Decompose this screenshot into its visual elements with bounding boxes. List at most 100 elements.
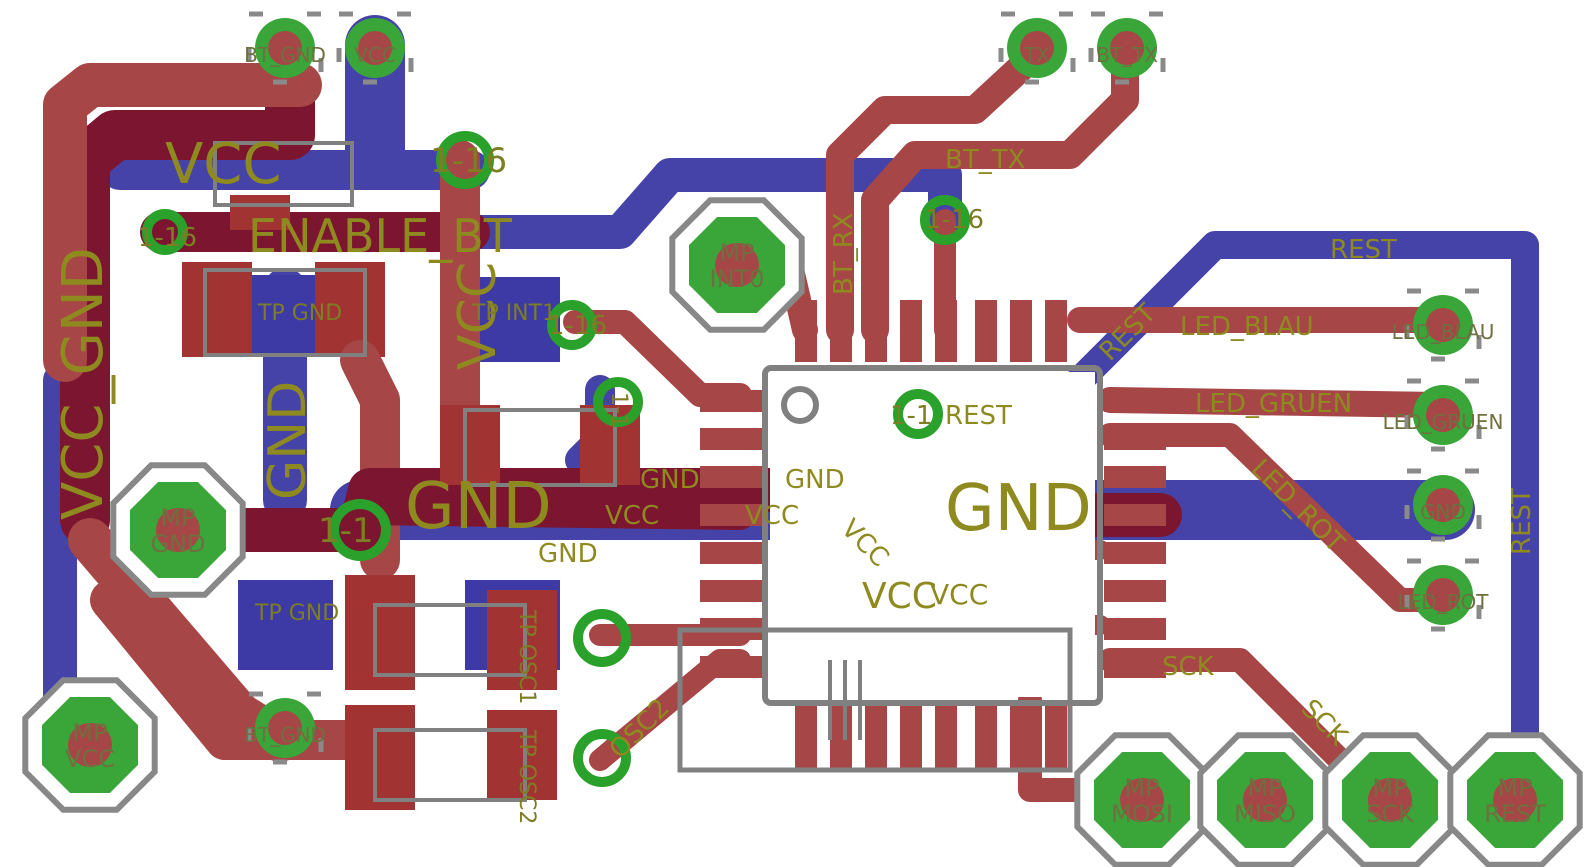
connector-hole [358,31,392,65]
trace-top-gnd-bus-2 [345,495,755,530]
connector-outline [1404,288,1482,362]
mounting-label: MP [1497,774,1532,802]
pad-bottom-tp-int1 [465,277,560,362]
res-outline-2 [463,408,617,487]
via [142,209,188,255]
ic-pin1-marker [781,386,819,424]
via [920,195,970,245]
pad-top-res-left [440,405,500,485]
trace-top-left-outer [43,63,322,382]
pad-top-cap-1 [345,575,415,690]
connector-pad-bt-rx-pin: TX [998,11,1076,85]
trace-top-left-lower [90,580,400,760]
mounting-label: SCK [1366,800,1415,828]
ic-pin-top [900,300,922,362]
ic-outline [762,365,1103,706]
label-ic7: 1-1 [606,392,631,428]
label-ic5: 1-1 [318,511,374,551]
connector-label: GND [1420,500,1466,524]
via-ring [547,300,597,350]
label-ic1: 1-16 [430,141,507,181]
mounting-label: MOSI [1111,800,1173,828]
via-ring [436,131,494,189]
ic-pin-right [1104,504,1166,526]
label-led-blau: LED_BLAU [1180,312,1314,342]
connector-outline [1404,378,1482,452]
ic-pin-left [700,656,762,678]
ic-pin-bottom [935,706,957,768]
label-gnd-2: GND [785,465,845,495]
label-gnd-vertical: GND [258,381,318,500]
via-ring [329,499,391,561]
via-ring [573,729,631,787]
connector-outline [998,11,1076,85]
mounting-label: MP [1247,774,1282,802]
ic-pin-right [1104,542,1166,564]
connector-label: BT_TX [1096,43,1158,67]
pad-top-enable [182,262,252,357]
label-vcc-gnd-vertical: VCC_GND [51,247,116,520]
connector-pad-bt-gnd-top: BT_GND [244,11,326,85]
connector-label: BT_GND [244,723,326,747]
via [329,499,391,561]
connector-outline [1404,558,1482,632]
via-ring [920,195,970,245]
mounting-hole [1493,778,1537,822]
silkscreen-outlines [203,141,1103,802]
via [593,377,643,427]
label-gnd-big-right: GND [945,472,1092,546]
via-ring [142,209,188,255]
connector-hole [1426,578,1460,612]
trace-top-bt-tx [861,36,1139,344]
ic-pin-bottom [1045,706,1067,768]
ic-pin-top [795,300,817,362]
connector-label: BT_GND [244,43,326,67]
via [573,609,631,667]
ic-pin-bottom [1010,706,1032,768]
tp-osc1-label: TP OSC1 [514,609,539,704]
connector-hole [268,31,302,65]
label-gnd-big-left: GND [405,470,552,544]
connector-label: LED_ROT [1397,590,1489,614]
mounting-label: VCC [65,745,115,773]
label-sck-1: SCK [1162,652,1215,682]
connector-hole [1426,308,1460,342]
ic-pin-right [1104,428,1166,450]
connector-outline [1088,11,1166,85]
mounting-label: MP [719,239,754,267]
ic-pin-bottom [900,706,922,768]
label-vcc-vertical: VCC [448,262,508,370]
mounting-hole [1368,778,1412,822]
label-gnd-1: GND [640,465,700,495]
pad-bottom-tp-gnd-2 [238,580,333,670]
label-ic3: 1-16 [548,311,607,341]
via-ring [893,389,943,439]
connector-pad-led-rot-pin: LED_ROT [1397,558,1489,632]
mounting-label: MP [1372,774,1407,802]
ic-pin-right [1104,466,1166,488]
ic-pin-bottom [865,706,887,768]
ic-pin-bottom [795,706,817,768]
label-rest-top: REST [1330,235,1397,265]
label-vcc-chip-2: VCC [930,578,988,611]
tp-gnd-1-label: TP GND [257,301,342,326]
pad-top-bt-sw-1 [230,195,290,230]
via [893,389,943,439]
test-point-labels: TP GND TP INT1 TP GND TP OSC1 TP OSC2 [254,301,556,824]
pad-top-osc-2 [487,710,557,800]
mounting-label: MISO [1234,800,1296,828]
vias [142,131,970,787]
via [573,729,631,787]
ic-pin-right [1104,580,1166,602]
via [547,300,597,350]
connector-hole [1020,31,1054,65]
label-bt-tx: BT_TX [945,145,1025,175]
connector-label: VCC [354,43,396,67]
ic-pin-left [700,390,762,412]
cap-outline-2 [373,728,527,802]
